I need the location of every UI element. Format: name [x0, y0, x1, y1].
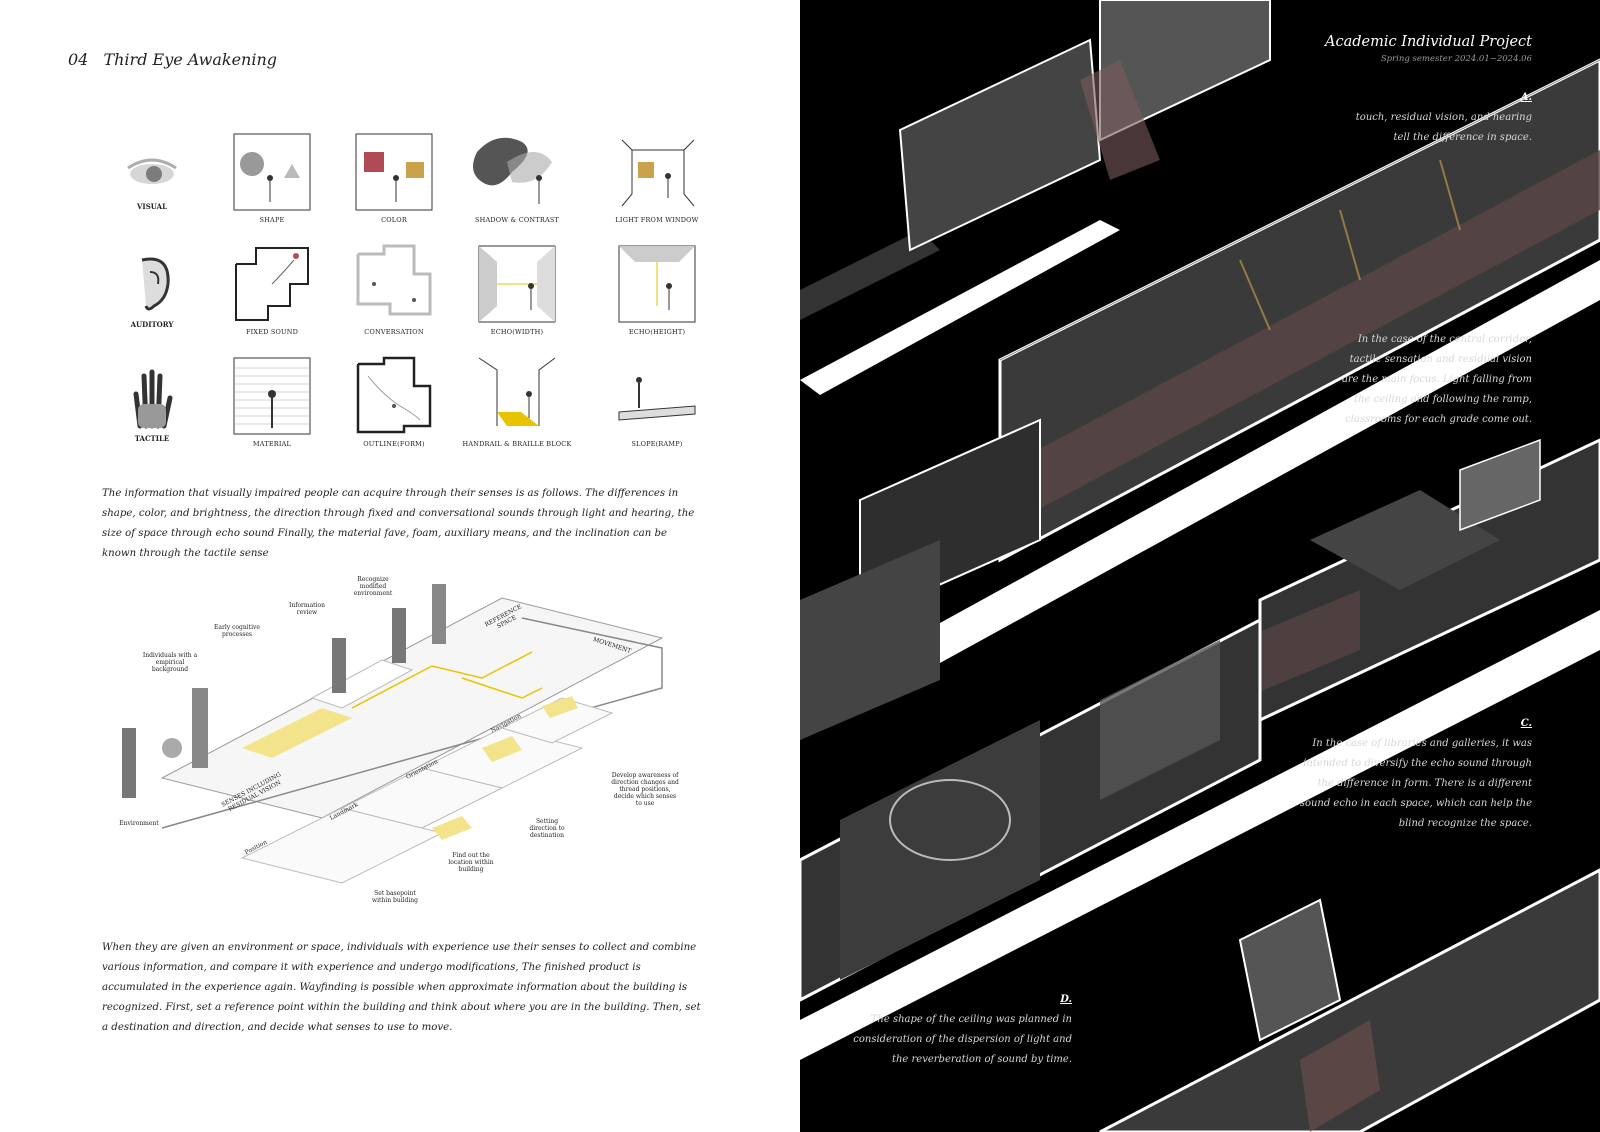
conversation-card: CONVERSATION — [334, 244, 454, 336]
hand-icon — [133, 369, 173, 429]
senses-grid: VISUAL SHAPE COLOR SHADOW & CONTRAST LIG… — [112, 132, 712, 472]
shape-card: SHAPE — [212, 132, 332, 224]
axonometric-drawing — [800, 0, 1600, 1132]
shadow-contrast-card: SHADOW & CONTRAST — [457, 132, 577, 224]
project-semester: Spring semester 2024.01~2024.06 — [1380, 54, 1532, 64]
wayfinding-diagram: Individuals with a empirical background … — [102, 576, 702, 928]
wayfinding-drawing — [122, 584, 664, 884]
handrail-braille-card: HANDRAIL & BRAILLE BLOCK — [457, 356, 577, 448]
page-header: 04 Third Eye Awakening — [68, 50, 277, 69]
note-d: D. The shape of the ceiling was planned … — [853, 994, 1072, 1065]
fixed-sound-card: FIXED SOUND — [212, 244, 332, 336]
left-page: 04 Third Eye Awakening VISUAL SHAPE COLO… — [68, 50, 712, 1033]
page-title: Third Eye Awakening — [103, 50, 277, 69]
ear-icon — [141, 257, 170, 311]
note-c: C. In the case of libraries and gallerie… — [1299, 718, 1532, 829]
echo-width-card: ECHO(WIDTH) — [457, 244, 577, 336]
page-number: 04 — [68, 50, 89, 69]
color-card: COLOR — [334, 132, 454, 224]
project-title-block: Academic Individual Project Spring semes… — [1325, 34, 1532, 64]
visual-row-header: VISUAL — [112, 142, 192, 211]
right-page: Academic Individual Project Spring semes… — [800, 0, 1600, 1132]
project-title: Academic Individual Project — [1325, 34, 1532, 50]
senses-paragraph: The information that visually impaired p… — [102, 488, 695, 559]
light-window-card: LIGHT FROM WINDOW — [597, 132, 717, 224]
echo-height-card: ECHO(HEIGHT) — [597, 244, 717, 336]
note-b: B. In the case of the central corridor, … — [1341, 314, 1532, 425]
slope-ramp-card: SLOPE(RAMP) — [597, 356, 717, 448]
tactile-row-header: TACTILE — [112, 364, 192, 443]
note-a: A. touch, residual vision, and hearing t… — [1355, 92, 1532, 143]
material-card: MATERIAL — [212, 356, 332, 448]
wayfinding-paragraph: When they are given an environment or sp… — [102, 942, 701, 1033]
outline-form-card: OUTLINE(FORM) — [334, 356, 454, 448]
eye-icon — [127, 158, 177, 184]
auditory-row-header: AUDITORY — [112, 250, 192, 329]
